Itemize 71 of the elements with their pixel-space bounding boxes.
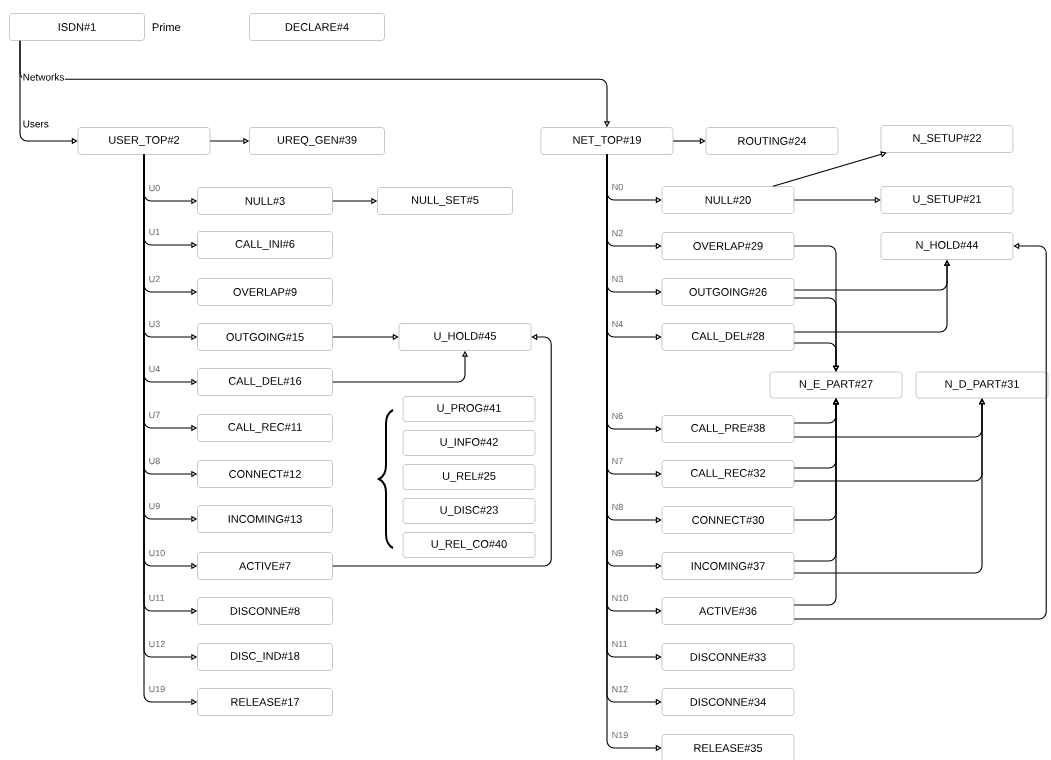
state-box: U_SETUP#21 (880, 186, 1014, 214)
state-box: DECLARE#4 (249, 13, 385, 41)
state-box: RELEASE#35 (661, 734, 795, 760)
state-box: N_D_PART#31 (915, 371, 1049, 399)
state-box: U_REL_CO#40 (402, 532, 536, 558)
state-box: N_HOLD#44 (880, 232, 1014, 260)
edge-label: U7 (148, 411, 161, 419)
state-box: CALL_REC#11 (197, 414, 333, 442)
edge-label: U8 (148, 457, 161, 465)
state-box: NET_TOP#19 (540, 127, 674, 155)
edge-label: Networks (22, 72, 65, 82)
state-box: U_REL#25 (402, 464, 536, 490)
edge-label: N0 (611, 183, 624, 191)
state-box: DISCONNE#34 (661, 688, 795, 716)
state-box: CALL_PRE#38 (661, 415, 795, 443)
edge-label: N10 (611, 594, 629, 602)
state-box: U_PROG#41 (402, 396, 536, 422)
state-box: INCOMING#37 (661, 552, 795, 580)
state-box: NULL#20 (661, 186, 795, 214)
edge-label: U2 (148, 275, 161, 283)
state-box: INCOMING#13 (197, 505, 333, 533)
edge-label: U11 (148, 594, 166, 602)
state-box: ROUTING#24 (705, 127, 839, 155)
state-box: U_DISC#23 (402, 498, 536, 524)
state-box: OVERLAP#29 (661, 232, 795, 260)
state-box: DISC_IND#18 (197, 643, 333, 671)
arrow (772, 151, 887, 187)
state-box: USER_TOP#2 (77, 127, 211, 155)
state-box: U_INFO#42 (402, 430, 536, 456)
state-box: ACTIVE#36 (661, 597, 795, 625)
state-box: DISCONNE#8 (197, 597, 333, 625)
state-box: NULL_SET#5 (377, 187, 513, 215)
state-box: OUTGOING#15 (197, 323, 333, 351)
state-box: ACTIVE#7 (197, 552, 333, 580)
state-box: OUTGOING#26 (661, 278, 795, 306)
state-box: NULL#3 (197, 187, 333, 215)
state-box: U_HOLD#45 (398, 323, 532, 351)
edge-label: U1 (148, 228, 161, 236)
edge-label: U4 (148, 365, 161, 373)
arrow (793, 342, 840, 372)
edge-label: N8 (611, 503, 624, 511)
edge-label: N6 (611, 412, 624, 420)
state-box: ISDN#1 (9, 13, 145, 41)
edge-label: U10 (148, 549, 166, 557)
state-box: UREQ_GEN#39 (249, 127, 385, 155)
state-box: N_SETUP#22 (880, 125, 1014, 153)
edge-label: N9 (611, 549, 624, 557)
state-box: CONNECT#30 (661, 506, 795, 534)
edge-label: N12 (611, 685, 629, 693)
state-box: CALL_INI#6 (197, 231, 333, 259)
state-box: CALL_DEL#28 (661, 323, 795, 351)
edge-label: U12 (148, 640, 166, 648)
edge-label: N7 (611, 457, 624, 465)
state-box: CALL_REC#32 (661, 460, 795, 488)
state-box: DISCONNE#33 (661, 643, 795, 671)
edge-label: N19 (611, 731, 629, 739)
edge-label: Users (22, 120, 50, 128)
state-box: RELEASE#17 (197, 688, 333, 716)
edge-label: N4 (611, 320, 624, 328)
edge-label: U9 (148, 502, 161, 510)
edge-label: N11 (611, 640, 629, 648)
state-box: OVERLAP#9 (197, 278, 333, 306)
edge-label: N3 (611, 275, 624, 283)
edge-label: U19 (148, 685, 166, 693)
node-caption: Prime (152, 22, 181, 32)
state-box: CONNECT#12 (197, 460, 333, 488)
edge-label: N2 (611, 229, 624, 237)
state-box: N_E_PART#27 (769, 371, 903, 399)
state-box: CALL_DEL#16 (197, 368, 333, 396)
edge-label: U3 (148, 320, 161, 328)
edge-label: U0 (148, 184, 161, 192)
